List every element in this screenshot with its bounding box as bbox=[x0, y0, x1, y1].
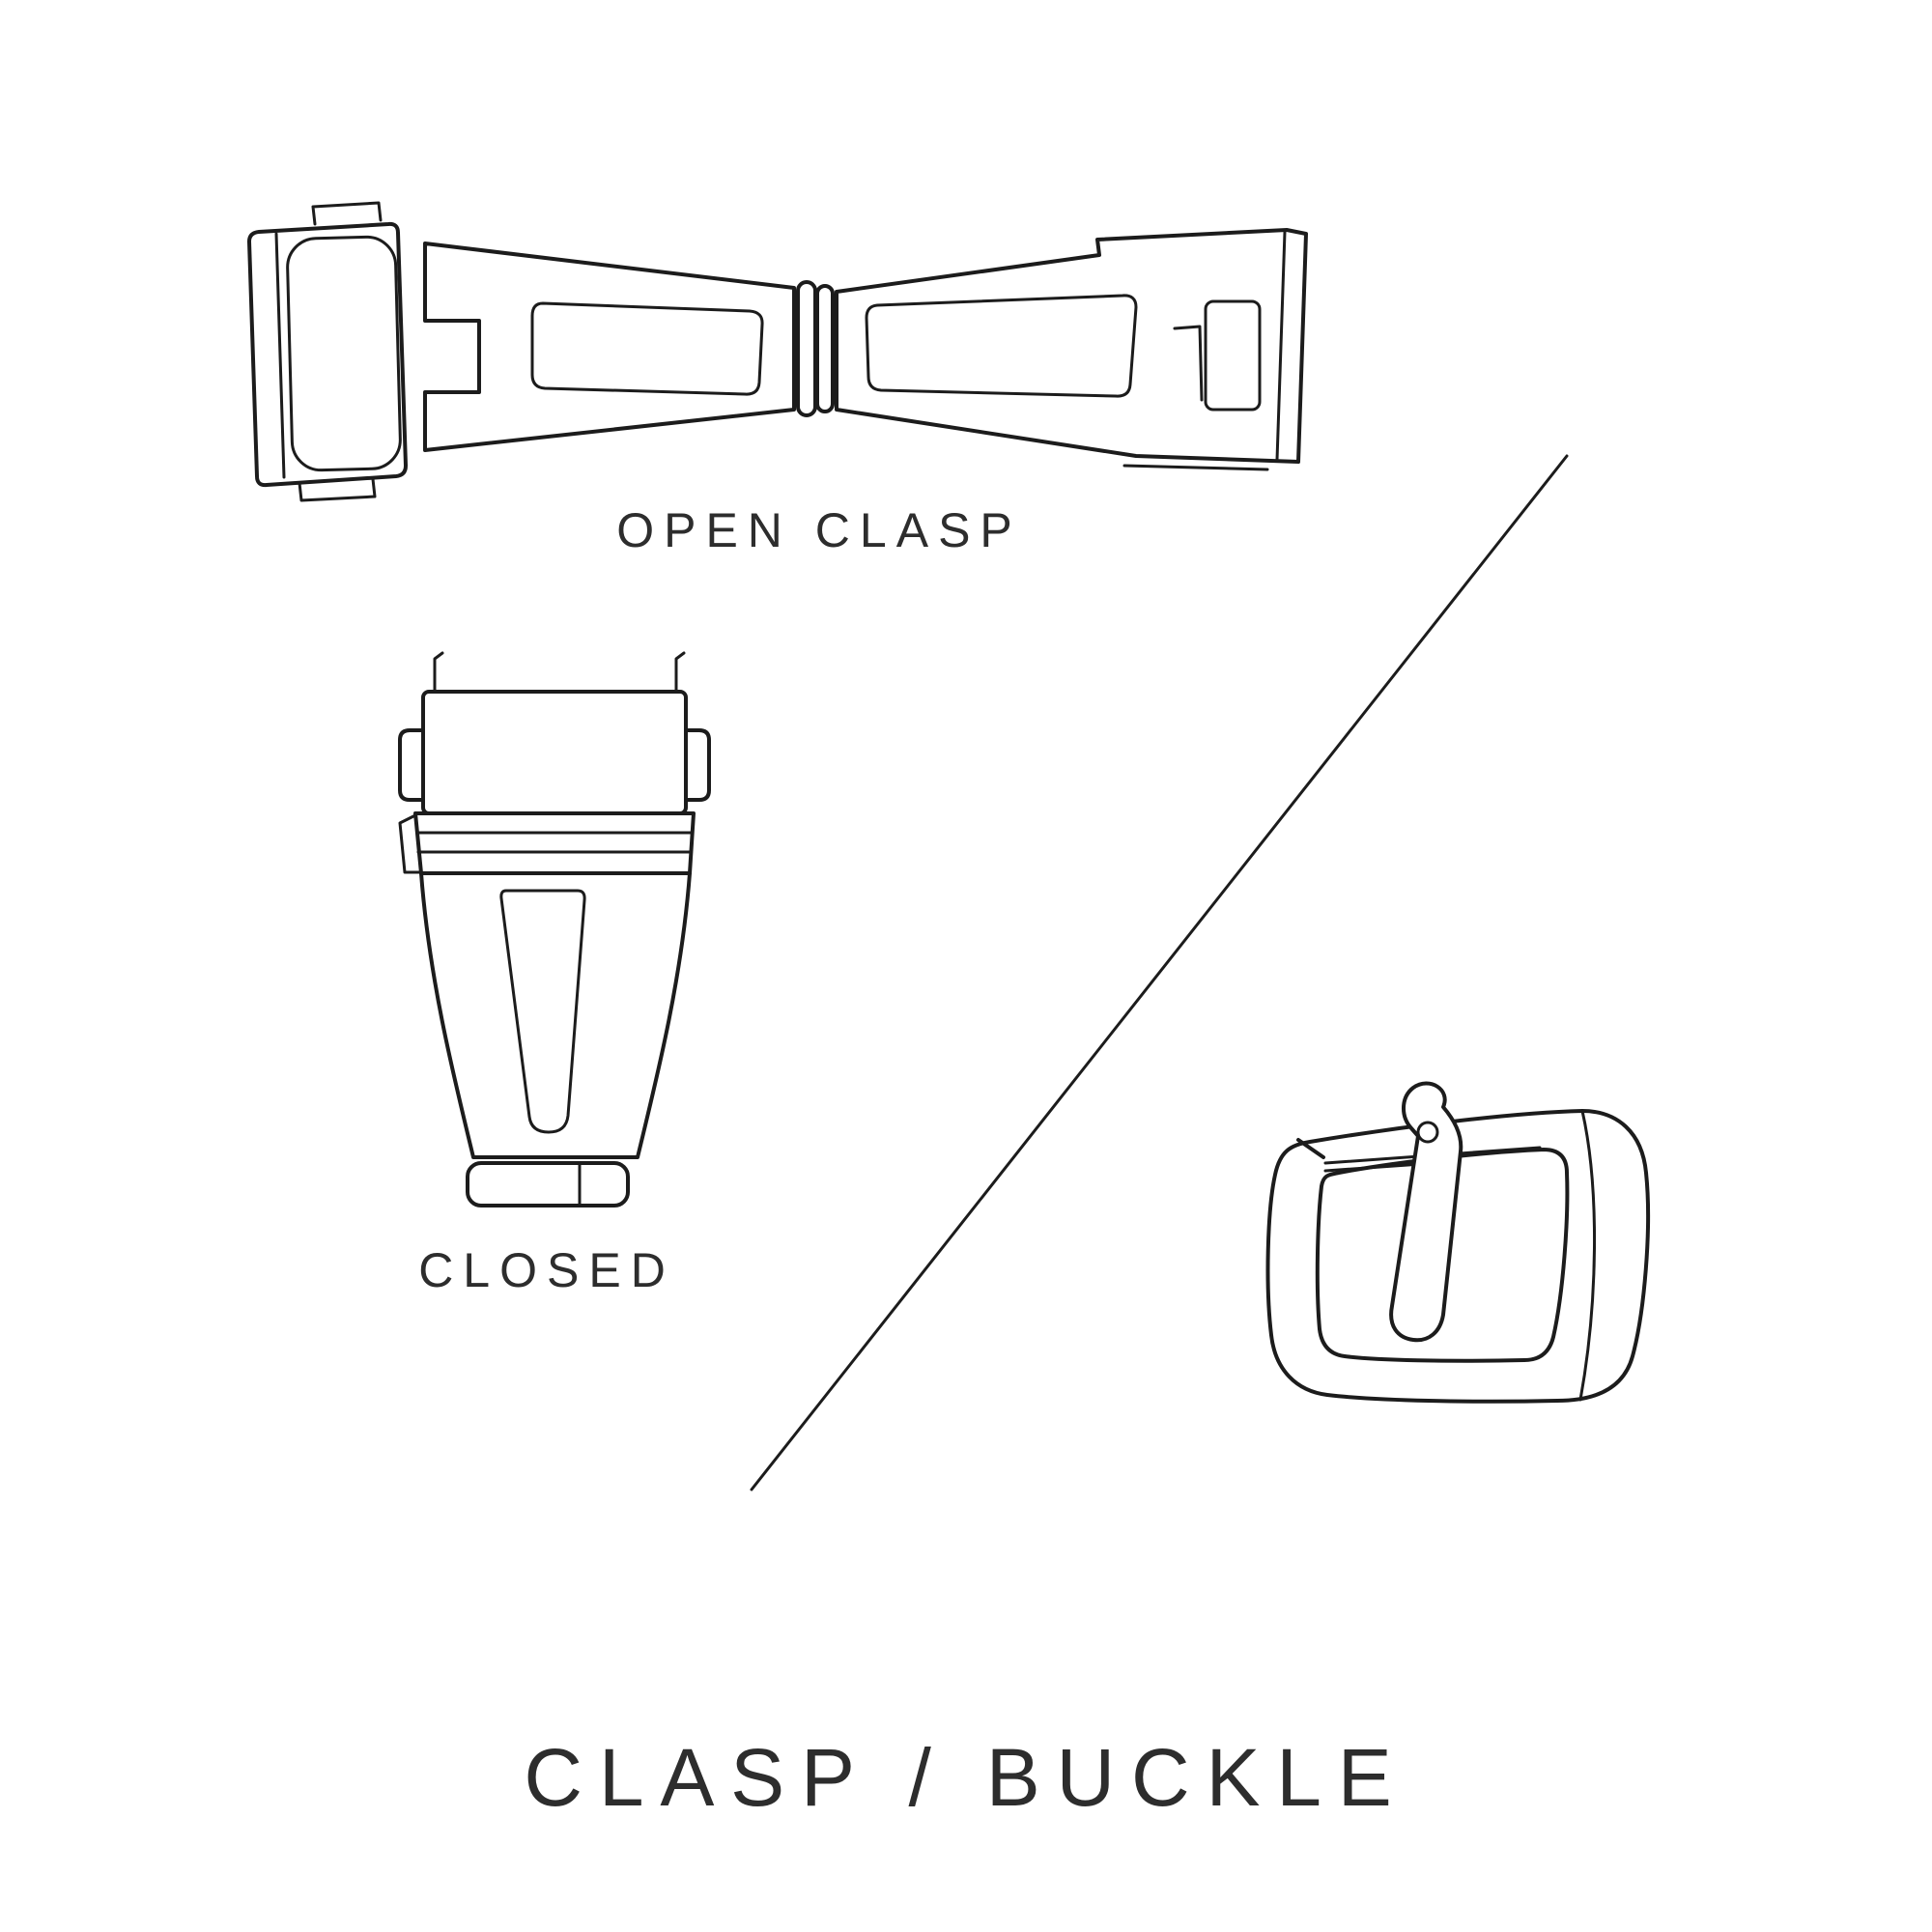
tang-buckle-illustration bbox=[1265, 1081, 1651, 1404]
clasp-foot bbox=[466, 1161, 630, 1208]
divider-line bbox=[750, 454, 1569, 1492]
page-title: CLASP / BUCKLE bbox=[524, 1732, 1408, 1823]
open-clasp-label: OPEN CLASP bbox=[616, 503, 1022, 557]
clasp-band bbox=[413, 811, 696, 875]
clasp-end-link bbox=[247, 221, 408, 488]
clasp-left-arm bbox=[423, 242, 796, 452]
clasp-hinge bbox=[796, 280, 817, 417]
closed-clasp-label: CLOSED bbox=[418, 1243, 675, 1297]
buckle-prong-loop bbox=[1416, 1121, 1439, 1144]
open-clasp-illustration bbox=[247, 201, 1308, 502]
buckle-prong bbox=[1389, 1081, 1463, 1343]
clasp-slot bbox=[499, 889, 586, 1134]
clasp-body bbox=[419, 871, 692, 1159]
clasp-cover bbox=[421, 690, 688, 815]
clasp-right-arm bbox=[835, 228, 1308, 464]
closed-clasp-illustration bbox=[398, 651, 711, 1208]
